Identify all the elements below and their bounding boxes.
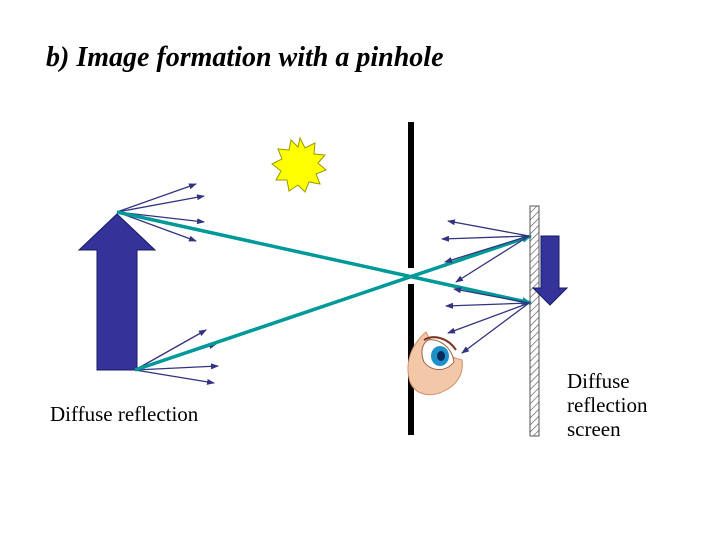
- eye-icon: [408, 332, 462, 395]
- screen-side-label: Diffuse reflection screen: [567, 369, 647, 441]
- screen-label-line-2: reflection: [567, 393, 647, 417]
- ray-bottom-to-top: [135, 236, 531, 370]
- sun-icon: [272, 138, 326, 192]
- screen-label-line-3: screen: [567, 417, 647, 441]
- screen-label-line-1: Diffuse: [567, 369, 647, 393]
- object-arrow: [79, 214, 155, 370]
- object-side-label: Diffuse reflection: [50, 402, 198, 426]
- screen: [530, 206, 539, 436]
